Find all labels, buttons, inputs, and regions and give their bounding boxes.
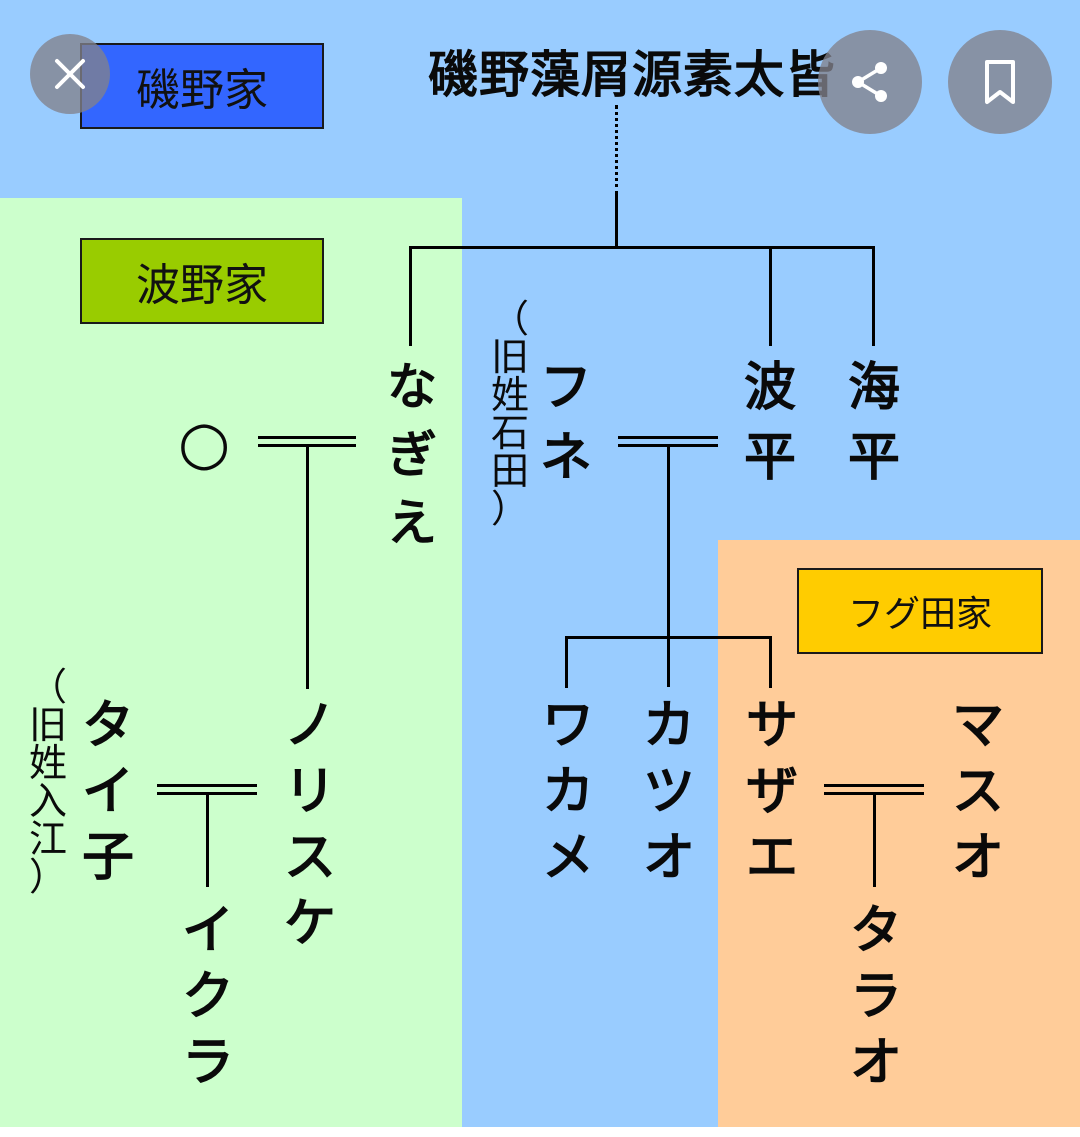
ancestor-name: 磯野藻屑源素太皆 bbox=[428, 46, 836, 104]
isono-family-text: 磯野家 bbox=[136, 65, 268, 116]
nagie-char-1: な bbox=[387, 358, 437, 416]
person-katsuo: カ ツ オ bbox=[642, 696, 695, 888]
bookmark-button[interactable] bbox=[948, 30, 1052, 134]
person-ikura: イ ク ラ bbox=[181, 901, 234, 1093]
namino-family-label: 波野家 bbox=[80, 238, 324, 324]
person-unknown: ○ bbox=[178, 408, 231, 478]
person-nagie: な ぎ え bbox=[385, 362, 439, 548]
person-fune: フ ネ bbox=[539, 358, 592, 488]
person-norisuke: ノ リ ス ケ bbox=[283, 696, 336, 954]
person-taiko: タ イ 子 bbox=[81, 696, 134, 888]
nagie-char-2: ぎ bbox=[387, 426, 437, 484]
fune-maiden-name: （ 旧 姓 石 田 ） bbox=[490, 297, 529, 531]
person-wakame: ワ カ メ bbox=[541, 696, 594, 888]
ancestor-dotted-line bbox=[615, 105, 618, 195]
isono-family-label: 磯野家 bbox=[80, 43, 324, 129]
close-icon bbox=[55, 59, 85, 89]
person-umihei: 海 平 bbox=[847, 358, 900, 488]
person-tarao: タ ラ オ bbox=[849, 901, 902, 1093]
bookmark-icon bbox=[985, 60, 1015, 104]
close-button[interactable] bbox=[30, 34, 110, 114]
namino-family-text: 波野家 bbox=[136, 260, 268, 311]
taiko-maiden-name: （ 旧 姓 入 江 ） bbox=[28, 665, 67, 899]
nagie-char-3: え bbox=[387, 494, 437, 552]
fuguta-family-label: フグ田家 bbox=[797, 568, 1043, 654]
person-masuo: マ ス オ bbox=[951, 696, 1004, 888]
namino-region bbox=[0, 198, 462, 1127]
share-button[interactable] bbox=[818, 30, 922, 134]
fuguta-family-text: フグ田家 bbox=[847, 594, 992, 635]
person-sazae: サ ザ エ bbox=[745, 696, 798, 888]
person-namihei: 波 平 bbox=[743, 358, 796, 488]
share-icon bbox=[852, 62, 887, 102]
